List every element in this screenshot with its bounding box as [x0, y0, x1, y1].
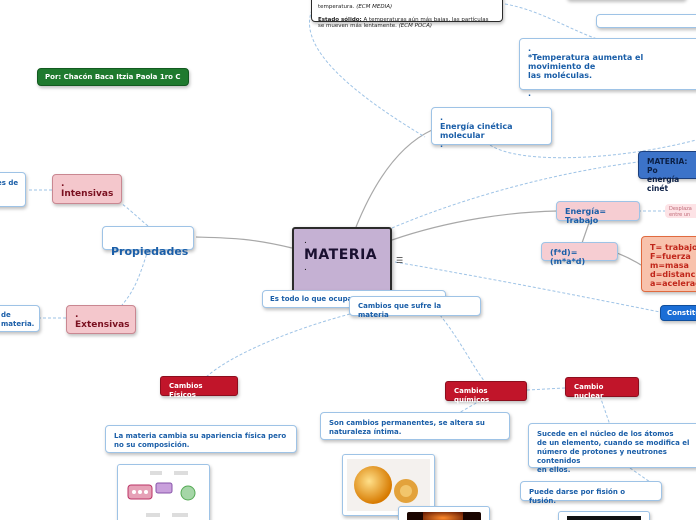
oranges-illustration: [347, 459, 430, 511]
nuclear-change-desc[interactable]: Sucede en el núcleo de los átomos de un …: [528, 423, 696, 474]
nuclear-change-node[interactable]: Cambio nuclear: [565, 377, 639, 400]
materia-por-node[interactable]: MATERIA: Po energía cinét: [638, 151, 696, 193]
link-chemical-nuclear: [526, 387, 566, 391]
link-prop-extensive: [121, 249, 149, 306]
central-title: MATERIA: [304, 247, 378, 263]
link-top-right: [504, 3, 601, 41]
intensive-node[interactable]: . Intensivas: [52, 174, 122, 204]
chemical-changes-desc[interactable]: Son cambios permanentes, se altera su na…: [320, 412, 510, 440]
link-nuclear-desc2: [629, 467, 651, 483]
nuclear-change-desc2[interactable]: Puede darse por fisión o fusión.: [520, 481, 662, 505]
properties-node[interactable]: Propiedades: [102, 226, 194, 258]
displacement-node[interactable]: Desplaza entre un: [665, 204, 696, 218]
reaction-image: [398, 506, 490, 520]
menu-icon[interactable]: ☰: [396, 256, 404, 265]
link-nuclear-desc: [599, 395, 611, 426]
link-central-kinetic: [355, 129, 433, 228]
snippet-line-1: temperatura. (ECM MEDIA): [318, 3, 393, 10]
link-formula-variables: [616, 252, 642, 266]
central-dot-bottom: .: [304, 263, 307, 273]
energy-work-node[interactable]: Energía= Trabajo: [556, 201, 640, 225]
changes-node[interactable]: Cambios que sufre la materia: [349, 296, 481, 319]
physical-changes-image: [117, 464, 210, 520]
link-changes-physical: [204, 313, 351, 379]
link-top-snippet: [308, 9, 426, 138]
link-prop-intensive: [121, 203, 149, 227]
central-dot-top: .: [304, 236, 307, 246]
link-central-propiedades: [195, 236, 293, 249]
central-topic[interactable]: . MATERIA .: [292, 227, 392, 295]
temperature-note[interactable]: . *Temperatura aumenta el movimiento de …: [519, 38, 696, 98]
formula-node[interactable]: (f*d)=(m*a*d): [541, 242, 618, 266]
chemical-changes-image: [342, 454, 435, 516]
extensive-side-node[interactable]: de materia.: [0, 305, 40, 332]
constituted-node[interactable]: Constituid: [660, 305, 696, 321]
author-label[interactable]: Por: Chacón Baca Itzia Paola 1ro C: [37, 68, 189, 86]
snippet-line-2: Estado sólido: A temperaturas aún más ba…: [318, 16, 489, 30]
link-changes-chemical: [439, 314, 486, 383]
variables-node[interactable]: T= trabajo F=fuerza m=masa d=distancia a…: [641, 236, 696, 292]
properties-label: Propiedades: [111, 245, 189, 258]
link-kinetic-note: [489, 139, 696, 159]
link-energy-formula: [581, 219, 591, 244]
top-right-cut-node-2[interactable]: [596, 14, 696, 28]
physical-changes-desc[interactable]: La materia cambia su apariencia física p…: [105, 425, 297, 453]
intensive-side-node[interactable]: es de: [0, 172, 26, 207]
states-of-matter-snippet[interactable]: temperatura. (ECM MEDIA) Estado sólido: …: [311, 0, 503, 29]
link-central-materiapor: [391, 161, 639, 229]
link-central-constituted: [394, 261, 661, 313]
chemical-changes-node[interactable]: Cambios químicos: [445, 381, 527, 404]
nuclear-image: [558, 511, 650, 520]
particles-illustration: [127, 471, 196, 517]
link-central-energy: [391, 210, 558, 241]
kinetic-energy-node[interactable]: . Energía cinética molecular .: [431, 107, 552, 149]
physical-changes-node[interactable]: Cambios Físicos: [160, 376, 238, 399]
link-chemical-desc: [449, 397, 486, 419]
extensive-node[interactable]: . Extensivas: [66, 305, 136, 334]
